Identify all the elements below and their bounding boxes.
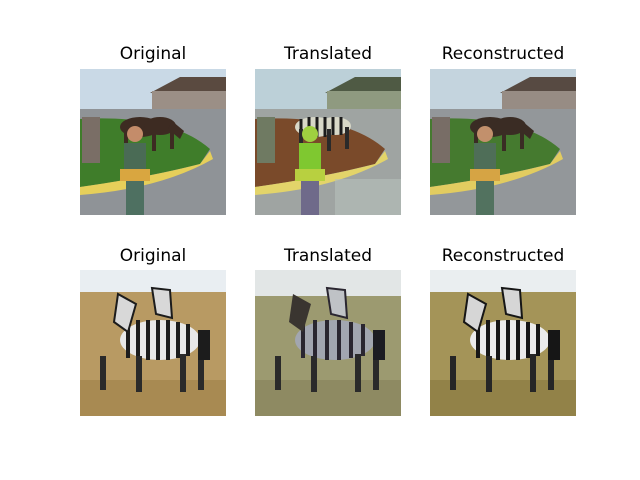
horse-scene-translated bbox=[255, 69, 401, 215]
zebra-scene-original bbox=[80, 270, 226, 416]
image-original-horse-scene bbox=[80, 69, 226, 215]
image-reconstructed-horse-scene bbox=[430, 69, 576, 215]
panel-title-original-row1: Original bbox=[119, 44, 187, 64]
panel-title-translated-row2: Translated bbox=[284, 246, 372, 266]
horse-scene-original bbox=[80, 69, 226, 215]
image-translated-zebra-scene bbox=[255, 270, 401, 416]
zebra-scene-translated bbox=[255, 270, 401, 416]
image-original-zebra-scene bbox=[80, 270, 226, 416]
horse-scene-reconstructed bbox=[430, 69, 576, 215]
image-reconstructed-zebra-scene bbox=[430, 270, 576, 416]
panel-title-translated-row1: Translated bbox=[284, 44, 372, 64]
zebra-scene-reconstructed bbox=[430, 270, 576, 416]
image-translated-horse-scene bbox=[255, 69, 401, 215]
panel-title-reconstructed-row2: Reconstructed bbox=[441, 246, 565, 266]
panel-title-original-row2: Original bbox=[119, 246, 187, 266]
panel-title-reconstructed-row1: Reconstructed bbox=[441, 44, 565, 64]
